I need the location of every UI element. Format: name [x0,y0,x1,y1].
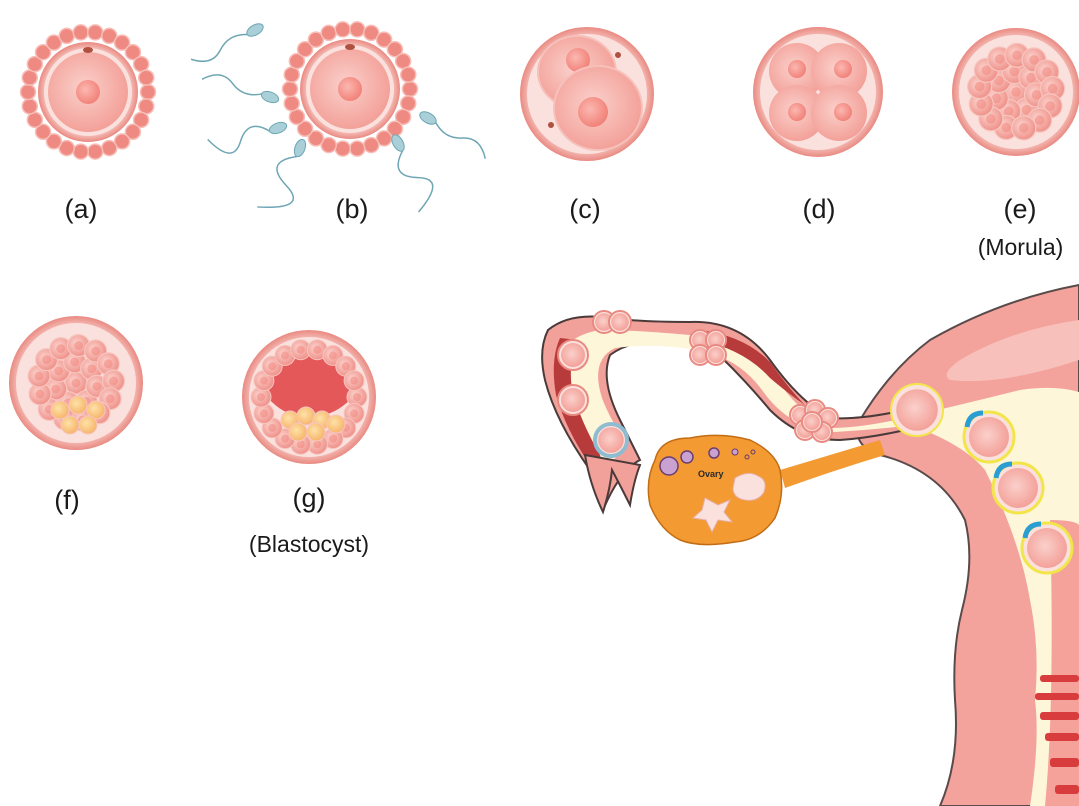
label-a: (a) [56,196,106,223]
label-e: (e) [995,196,1045,223]
sperm-icon [202,68,280,106]
label-d: (d) [794,196,844,223]
label-g: (g) [284,485,334,512]
label-blastocyst: (Blastocyst) [226,533,392,556]
reproductive-tract-illustration: Ovary [542,285,1079,806]
sperm-icon [191,20,265,70]
sperm-icon [208,112,289,159]
oocyte-icon [21,25,156,159]
label-morula: (Morula) [962,236,1079,259]
morula-icon [952,28,1079,156]
four-cell-embryo-icon [753,27,883,157]
ovary-label: Ovary [698,469,724,479]
sperm-icon [417,109,491,159]
sperm-icon [257,133,313,218]
blastocyst-icon [242,330,376,464]
early-blastocyst-icon [9,316,143,450]
label-b: (b) [327,196,377,223]
label-c: (c) [560,196,610,223]
two-cell-embryo-icon [520,27,654,161]
label-f: (f) [42,487,92,514]
